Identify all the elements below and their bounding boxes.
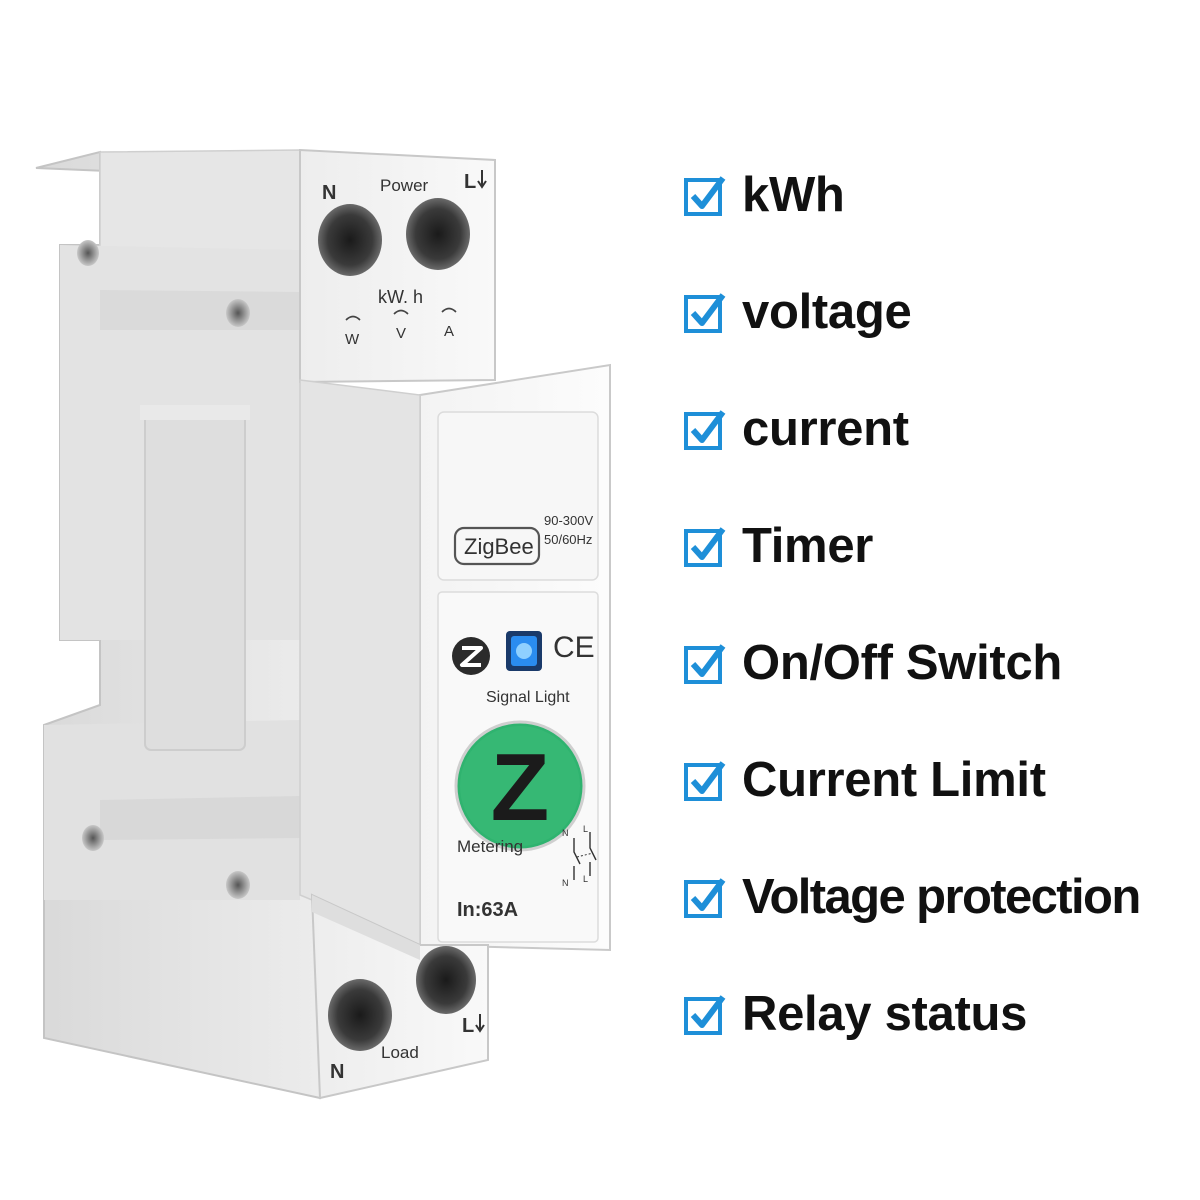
- ce-mark-icon: CE: [553, 631, 595, 664]
- bottom-load-label: Load: [381, 1043, 419, 1062]
- checkbox-checked-icon: [684, 995, 726, 1035]
- bottom-terminal-l: L: [462, 1015, 474, 1037]
- unit-v: V: [396, 325, 406, 342]
- top-terminal-n: N: [322, 182, 336, 204]
- svg-text:L: L: [583, 874, 588, 884]
- top-terminal-l: L: [464, 171, 476, 193]
- zigbee-badge: ZigBee: [453, 526, 541, 566]
- rating-label: In:63A: [457, 899, 518, 921]
- feature-label: kWh: [742, 168, 845, 222]
- feature-label: voltage: [742, 285, 912, 339]
- feature-item: Relay status: [684, 985, 1184, 1043]
- checkbox-checked-icon: [684, 410, 726, 450]
- ground-arrow-icon: [477, 170, 487, 189]
- unit-w: W: [345, 331, 360, 348]
- zigbee-logo-icon: [452, 637, 490, 675]
- checkbox-checked-icon: [684, 293, 726, 333]
- voltage-range: 90-300V: [544, 513, 593, 528]
- svg-text:CE: CE: [553, 631, 595, 664]
- feature-item: voltage: [684, 283, 1184, 341]
- checkbox-checked-icon: [684, 176, 726, 216]
- bottom-n-terminal-hole: [328, 979, 392, 1051]
- svg-text:L: L: [583, 824, 588, 834]
- feature-item: On/Off Switch: [684, 634, 1184, 692]
- frequency: 50/60Hz: [544, 532, 592, 547]
- checkbox-checked-icon: [684, 878, 726, 918]
- top-terminal-block: N Power L kW. h W V A: [299, 148, 496, 384]
- zigbee-pairing-button[interactable]: Z: [454, 720, 586, 852]
- smart-breaker-device: N Power L kW. h W V A ZigBee 90-300V 50/…: [35, 148, 611, 1100]
- feature-item: kWh: [684, 166, 1184, 224]
- zigbee-badge-text: ZigBee: [464, 534, 534, 559]
- bottom-terminal-block: N Load L: [310, 893, 489, 1100]
- top-l-terminal-hole: [406, 198, 470, 270]
- top-n-terminal-hole: [318, 204, 382, 276]
- kwh-label: kW. h: [378, 287, 423, 307]
- feature-label: Current Limit: [742, 753, 1046, 807]
- feature-label: Relay status: [742, 987, 1028, 1041]
- button-letter: Z: [491, 734, 550, 841]
- signal-light-label: Signal Light: [486, 689, 570, 706]
- hat-icon: [345, 315, 361, 321]
- signal-light-indicator: [506, 631, 542, 671]
- unit-a: A: [444, 323, 454, 340]
- feature-item: Timer: [684, 517, 1184, 575]
- feature-label: current: [742, 402, 909, 456]
- hat-icon: [393, 309, 409, 315]
- switch-diagram-icon: N L N L: [562, 824, 597, 888]
- checkbox-checked-icon: [684, 527, 726, 567]
- svg-text:N: N: [562, 878, 569, 888]
- metering-label: Metering: [457, 837, 523, 856]
- checkbox-checked-icon: [684, 761, 726, 801]
- ground-arrow-icon: [475, 1014, 485, 1033]
- feature-item: Current Limit: [684, 751, 1184, 809]
- feature-label: Voltage protection: [742, 870, 1141, 924]
- feature-item: Voltage protection: [684, 868, 1184, 926]
- bottom-terminal-n: N: [330, 1061, 344, 1083]
- left-housing: [35, 149, 321, 1100]
- checkbox-checked-icon: [684, 644, 726, 684]
- feature-list: kWh voltage current Timer On/Off Switch …: [684, 166, 1184, 1102]
- hat-icon: [441, 307, 457, 313]
- feature-label: On/Off Switch: [742, 636, 1063, 690]
- feature-item: current: [684, 400, 1184, 458]
- feature-label: Timer: [742, 519, 874, 573]
- svg-text:N: N: [562, 828, 569, 838]
- bottom-l-terminal-hole: [416, 946, 476, 1014]
- top-power-label: Power: [380, 176, 429, 195]
